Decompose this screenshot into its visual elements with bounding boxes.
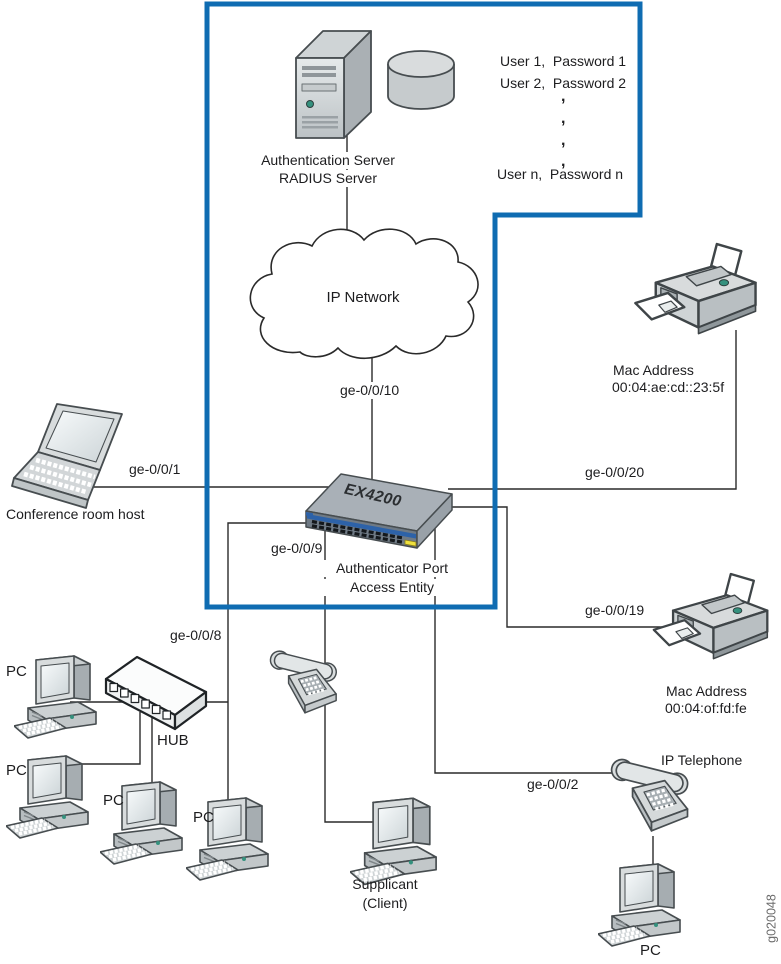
printer-icon-bottom [652,572,769,660]
pc4-label: PC [193,809,214,826]
laptop-icon [11,403,123,509]
credentials-row1: User 1, Password 1 [500,53,627,69]
credentials-ellipsis-3: , [561,132,566,149]
radius-server-icon [295,30,372,139]
pc2-label: PC [6,762,27,779]
hub-label: HUB [157,732,189,749]
pc1-label: PC [6,663,27,680]
printer-top-mac-caption: Mac Address [613,362,694,378]
printer-bottom-mac-value: 00:04:of:fd:fe [665,700,747,716]
printer-icon-top [634,242,757,335]
link-switch-printer-bottom [448,506,672,628]
supplicant-label-line1: Supplicant [352,876,418,892]
conference-host-label: Conference room host [6,506,145,522]
supplicant-pc-icon [350,796,438,887]
pc3-label: PC [103,792,124,809]
credentials-ellipsis-4: , [561,153,566,170]
link-hub-pc2 [60,712,141,765]
printer-bottom-mac-caption: Mac Address [666,683,747,699]
supplicant-label-line2: (Client) [362,895,408,911]
printer-top-mac-value: 00:04:ae:cd::23:5f [612,379,725,395]
credentials-row2: User 2, Password 2 [500,75,627,91]
database-icon [387,50,455,110]
auth-server-label-line2: RADIUS Server [226,170,430,187]
credentials-ellipsis-1: , [561,88,566,105]
port-ge-0-0-20-label: ge-0/0/20 [585,464,645,480]
ip-network-label: IP Network [326,289,400,306]
switch-icon [305,473,453,549]
port-ge-0-0-9-label: ge-0/0/9 [269,540,325,557]
authentication-zone-border [204,1,643,610]
auth-server-label-line1: Authentication Server [226,152,430,169]
hub-icon [104,655,208,731]
port-ge-0-0-1-label: ge-0/0/1 [129,461,181,477]
figure-id-code: g020048 [764,894,779,943]
pc5-label: PC [640,942,661,959]
port-ge-0-0-19-label: ge-0/0/19 [585,602,645,618]
credentials-row-n: User n, Password n [497,166,624,182]
pc5-icon [598,862,682,948]
switch-role-line1: Authenticator Port [315,560,469,577]
switch-role-line2: Access Entity [315,579,469,596]
credentials-ellipsis-2: , [561,110,566,127]
port-ge-0-0-10-label: ge-0/0/10 [338,382,402,399]
port-ge-0-0-2-label: ge-0/0/2 [527,776,579,792]
link-switch-printer-top [448,330,737,490]
ip-network-cloud [249,228,479,359]
analog-phone-icon [267,648,340,715]
port-ge-0-0-8-label: ge-0/0/8 [170,627,222,643]
link-switch-ipphone [434,528,630,774]
ip-phone-label: IP Telephone [661,752,743,768]
